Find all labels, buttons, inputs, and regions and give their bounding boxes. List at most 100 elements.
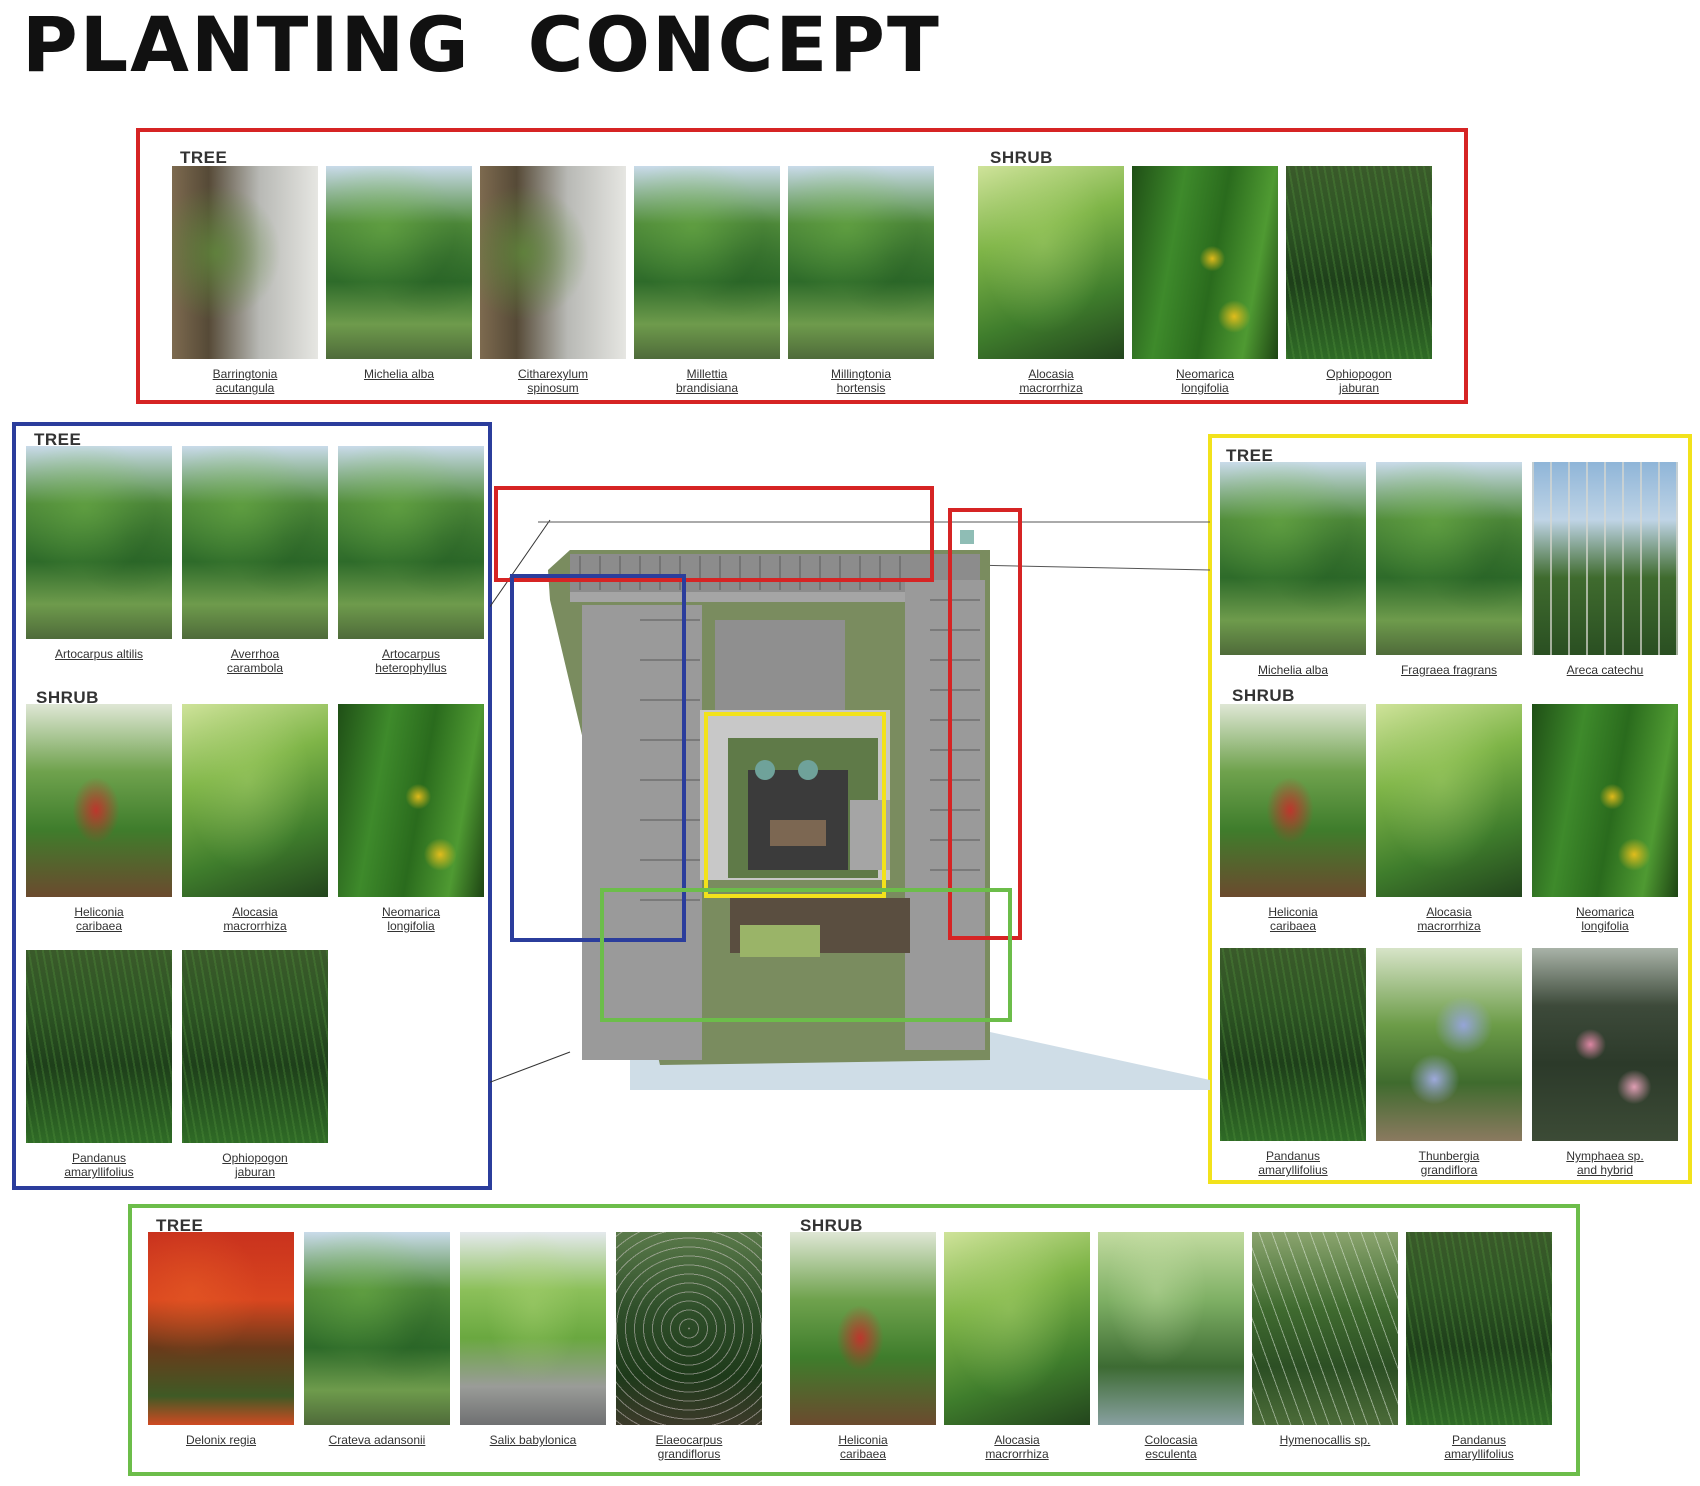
leader-line xyxy=(969,564,1210,571)
plant-card: Artocarpus heterophyllus xyxy=(338,446,484,675)
plant-card: Crateva adansonii xyxy=(304,1232,450,1447)
plant-name: Michelia alba xyxy=(363,367,435,381)
plant-photo xyxy=(182,446,328,639)
red-shrub-label: SHRUB xyxy=(990,148,1053,167)
plant-name: Neomarica longifolia xyxy=(1575,905,1635,933)
plant-photo xyxy=(460,1232,606,1425)
plant-card: Millettia brandisiana xyxy=(634,166,780,395)
plant-photo xyxy=(790,1232,936,1425)
green-shrub-label: SHRUB xyxy=(800,1216,863,1235)
plant-photo xyxy=(26,446,172,639)
plant-name: Millingtonia hortensis xyxy=(830,367,892,395)
plant-card: Heliconia caribaea xyxy=(1220,704,1366,933)
plant-photo xyxy=(182,950,328,1143)
plant-card: Pandanus amaryllifolius xyxy=(26,950,172,1179)
plant-name: Fragraea fragrans xyxy=(1400,663,1498,677)
plant-name: Elaeocarpus grandiflorus xyxy=(655,1433,723,1461)
plant-photo xyxy=(1132,166,1278,359)
plant-photo xyxy=(26,704,172,897)
plant-card: Michelia alba xyxy=(326,166,472,381)
plant-card: Artocarpus altilis xyxy=(26,446,172,661)
plant-name: Ophiopogon jaburan xyxy=(1326,367,1392,395)
plant-card: Fragraea fragrans xyxy=(1376,462,1522,677)
plant-card: Colocasia esculenta xyxy=(1098,1232,1244,1461)
plant-photo xyxy=(944,1232,1090,1425)
plant-card: Citharexylum spinosum xyxy=(480,166,626,395)
plant-photo xyxy=(304,1232,450,1425)
plant-photo xyxy=(172,166,318,359)
lawn xyxy=(740,925,820,957)
plant-name: Heliconia caribaea xyxy=(838,1433,888,1461)
pool-circle xyxy=(755,760,775,780)
plant-photo xyxy=(788,166,934,359)
plant-name: Heliconia caribaea xyxy=(1268,905,1318,933)
plant-card: Hymenocallis sp. xyxy=(1252,1232,1398,1447)
site-plan xyxy=(490,486,1210,1090)
red-zone-panel: TREE SHRUB Barringtonia acutangula Miche… xyxy=(136,128,1468,404)
plant-card: Heliconia caribaea xyxy=(790,1232,936,1461)
plant-name: Barringtonia acutangula xyxy=(212,367,278,395)
plant-name: Alocasia macrorrhiza xyxy=(985,1433,1049,1461)
plant-photo xyxy=(326,166,472,359)
plant-photo xyxy=(1220,704,1366,897)
plant-photo xyxy=(634,166,780,359)
blue-tree-label: TREE xyxy=(34,430,82,449)
red-zone-key xyxy=(494,486,934,582)
red-zone-key-east xyxy=(948,508,1022,940)
plant-name: Pandanus amaryllifolius xyxy=(1258,1149,1328,1177)
plant-card: Barringtonia acutangula xyxy=(172,166,318,395)
plant-card: Delonix regia xyxy=(148,1232,294,1447)
plant-name: Salix babylonica xyxy=(489,1433,577,1447)
plant-photo xyxy=(1376,704,1522,897)
plant-photo xyxy=(1532,704,1678,897)
plant-photo xyxy=(26,950,172,1143)
plant-photo xyxy=(1252,1232,1398,1425)
plant-name: Pandanus amaryllifolius xyxy=(1444,1433,1514,1461)
plant-card: Thunbergia grandiflora xyxy=(1376,948,1522,1177)
plant-card: Ophiopogon jaburan xyxy=(1286,166,1432,395)
plant-name: Nymphaea sp. and hybrid xyxy=(1566,1149,1644,1177)
plant-card: Heliconia caribaea xyxy=(26,704,172,933)
plant-photo xyxy=(480,166,626,359)
plant-photo xyxy=(182,704,328,897)
plant-name: Citharexylum spinosum xyxy=(517,367,589,395)
plant-photo xyxy=(338,446,484,639)
yellow-shrub-label: SHRUB xyxy=(1232,686,1295,705)
plant-name: Neomarica longifolia xyxy=(1175,367,1235,395)
green-tree-label: TREE xyxy=(156,1216,204,1235)
plant-name: Neomarica longifolia xyxy=(381,905,441,933)
plant-name: Colocasia esculenta xyxy=(1144,1433,1198,1461)
plant-name: Ophiopogon jaburan xyxy=(222,1151,288,1179)
parking-stall-lines xyxy=(579,556,980,901)
plant-photo xyxy=(338,704,484,897)
yellow-zone-panel: TREE SHRUB Michelia alba Fragraea fragra… xyxy=(1208,434,1692,1184)
plant-card: Elaeocarpus grandiflorus xyxy=(616,1232,762,1461)
plant-photo xyxy=(1532,462,1678,655)
plant-card: Pandanus amaryllifolius xyxy=(1406,1232,1552,1461)
plant-card: Millingtonia hortensis xyxy=(788,166,934,395)
plant-card: Neomarica longifolia xyxy=(1132,166,1278,395)
drive-north xyxy=(570,592,980,602)
plant-photo xyxy=(1286,166,1432,359)
plant-name: Delonix regia xyxy=(185,1433,257,1447)
blue-shrub-label: SHRUB xyxy=(36,688,99,707)
plant-name: Pandanus amaryllifolius xyxy=(64,1151,134,1179)
plant-photo xyxy=(1532,948,1678,1141)
plant-photo xyxy=(1376,948,1522,1141)
plant-name: Artocarpus altilis xyxy=(54,647,144,661)
plant-photo xyxy=(978,166,1124,359)
plant-name: Heliconia caribaea xyxy=(74,905,124,933)
page-title: PLANTING CONCEPT xyxy=(22,0,941,89)
pool-circle xyxy=(798,760,818,780)
red-tree-label: TREE xyxy=(180,148,228,167)
plant-name: Millettia brandisiana xyxy=(675,367,739,395)
plant-card: Alocasia macrorrhiza xyxy=(1376,704,1522,933)
plant-photo xyxy=(148,1232,294,1425)
plant-name: Alocasia macrorrhiza xyxy=(1417,905,1481,933)
plant-card: Pandanus amaryllifolius xyxy=(1220,948,1366,1177)
plant-name: Averrhoa carambola xyxy=(226,647,284,675)
sala-pavilion xyxy=(770,820,826,846)
plant-name: Areca catechu xyxy=(1566,663,1644,677)
plant-card: Alocasia macrorrhiza xyxy=(944,1232,1090,1461)
plant-card: Alocasia macrorrhiza xyxy=(978,166,1124,395)
